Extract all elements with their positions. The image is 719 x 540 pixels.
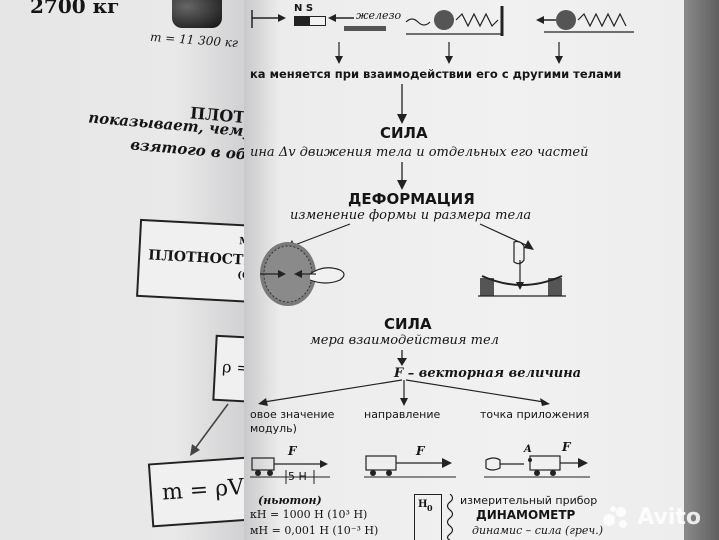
instrument-name: ДИНАМОМЕТР bbox=[476, 508, 576, 522]
iron-label: железо bbox=[356, 9, 402, 22]
formula-box-label: ПЛОТНОСТЬ = bbox=[147, 247, 250, 269]
m-formula: m = ρV bbox=[161, 474, 245, 506]
dynamometer-image: H 0 bbox=[414, 494, 442, 540]
spring-icon bbox=[446, 494, 454, 540]
avito-watermark: Avito bbox=[601, 504, 701, 530]
metal-cylinder-image bbox=[172, 0, 222, 28]
vector-label: F – векторная величина bbox=[394, 366, 582, 381]
deformation-title: ДЕФОРМАЦИЯ bbox=[348, 190, 475, 208]
units-kn: кН = 1000 Н (10³ Н) bbox=[250, 508, 368, 521]
book-edge bbox=[684, 0, 719, 540]
m-formula-box: m = ρV bbox=[147, 456, 250, 528]
sila-title-1: СИЛА bbox=[380, 124, 428, 142]
sila-title-2: СИЛА bbox=[384, 315, 432, 333]
force-f-label-3: F bbox=[562, 440, 571, 454]
force-f-label-1: F bbox=[288, 444, 297, 458]
density-def-line2: взятого в объеме 1 м bbox=[129, 135, 250, 170]
units-newton: (ньютон) bbox=[258, 494, 322, 507]
ball-spring-wall-image bbox=[405, 6, 504, 36]
down-arrow-main-1 bbox=[397, 84, 407, 124]
force-point-label: A bbox=[524, 444, 532, 455]
down-arrow-main-3 bbox=[397, 350, 407, 366]
sila-desc-2: мера взаимодействия тел bbox=[310, 333, 499, 348]
left-page: 2700 кг m = 11 300 кг ПЛОТНОСТ показывае… bbox=[0, 0, 250, 540]
avito-text: Avito bbox=[637, 504, 701, 530]
iron-bar-image bbox=[344, 26, 386, 31]
branch-right-label: точка приложения bbox=[480, 408, 590, 421]
spring-0-label: 0 bbox=[427, 503, 433, 513]
sila-desc-1: ина Δv движения тела и отдельных его час… bbox=[250, 145, 589, 160]
branch-left-label-2: модуль) bbox=[250, 422, 297, 435]
magnet-image bbox=[294, 16, 326, 26]
force-f-label-2: F bbox=[416, 444, 425, 458]
instrument-label: измерительный прибор bbox=[460, 494, 598, 507]
magnet-poles-label: N S bbox=[294, 3, 314, 14]
branch-left-label-1: овое значение bbox=[250, 408, 335, 421]
instrument-desc: динамис – сила (греч.) bbox=[472, 524, 604, 537]
deformation-desc: изменение формы и размера тела bbox=[290, 208, 532, 223]
ball-spring-moving-image bbox=[536, 10, 634, 33]
speed-change-text: ка меняется при взаимодействии его с дру… bbox=[250, 67, 622, 81]
cart-point-image bbox=[484, 455, 590, 478]
down-arrow-1 bbox=[335, 42, 343, 64]
vector-branch-arrows bbox=[258, 379, 550, 406]
down-left-arrow bbox=[190, 403, 229, 456]
spring-h-label: H bbox=[418, 499, 428, 510]
cart-direction-image bbox=[364, 455, 456, 478]
bent-beam-image bbox=[478, 240, 566, 297]
mass-value-top: 2700 кг bbox=[30, 0, 120, 18]
cart-magnitude-image bbox=[250, 457, 330, 484]
avito-logo-icon bbox=[603, 506, 628, 528]
compressed-body-image bbox=[260, 242, 345, 306]
branch-mid-label: направление bbox=[364, 408, 441, 421]
units-mn: мН = 0,001 Н (10⁻³ Н) bbox=[250, 524, 379, 537]
force-scale-label: 5 Н bbox=[288, 470, 307, 483]
density-formula-box: ПЛОТНОСТЬ = МА (ОБ bbox=[136, 218, 250, 304]
mass-value-right: m = 11 300 кг bbox=[149, 29, 239, 51]
arrow-left-icon bbox=[328, 14, 354, 22]
down-arrow-3 bbox=[555, 42, 563, 64]
right-page: N S железо ка меняется при взаимодействи… bbox=[244, 0, 684, 540]
down-arrow-2 bbox=[445, 42, 453, 64]
down-arrow-main-2 bbox=[397, 162, 407, 190]
arrow-right-icon bbox=[251, 10, 286, 28]
